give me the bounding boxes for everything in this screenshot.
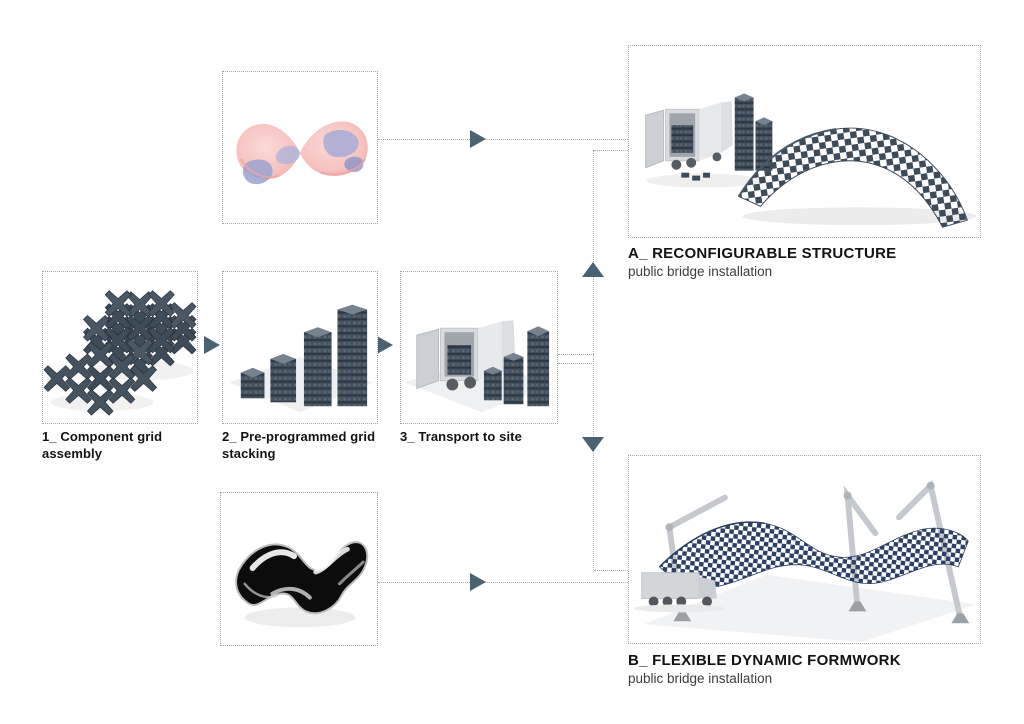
component-grid-assembly-icon (43, 290, 197, 416)
step-label-1: 1_ Component grid assembly (42, 429, 163, 461)
arrow-right-pink-surface-icon (470, 130, 486, 148)
output-box-flexible-formwork (628, 455, 981, 644)
connector-pink-to-a (378, 139, 628, 140)
arrow-right-step2-step3-icon (377, 336, 393, 354)
arrow-right-black-surface-icon (470, 573, 486, 591)
step-label-3: 3_ Transport to site (400, 429, 522, 444)
connector-transport-lower (558, 363, 594, 364)
connector-elbow-top (594, 150, 628, 151)
preview-box-component-grid (42, 271, 198, 424)
pre-programmed-stacking-icon (228, 304, 374, 413)
transport-truck-icon (404, 320, 554, 413)
preview-box-grid-stacking (222, 271, 378, 424)
target-mesh-surface-icon (235, 541, 369, 628)
arrow-up-to-structure-a-icon (582, 262, 604, 277)
reconfigurable-structure-icon (645, 93, 977, 228)
connector-elbow-bottom (594, 570, 628, 571)
connector-black-to-b (378, 582, 628, 583)
preview-box-black-surface (220, 492, 378, 646)
output-b-title: B_ FLEXIBLE DYNAMIC FORMWORK (628, 652, 901, 669)
preview-box-transport (400, 271, 558, 424)
output-a-caption: A_ RECONFIGURABLE STRUCTURE public bridg… (628, 245, 896, 279)
output-box-reconfigurable-structure (628, 45, 981, 238)
preview-box-pink-surface (222, 71, 378, 224)
output-b-caption: B_ FLEXIBLE DYNAMIC FORMWORK public brid… (628, 652, 901, 686)
output-a-title: A_ RECONFIGURABLE STRUCTURE (628, 245, 897, 262)
arrow-right-step1-step2-icon (204, 336, 220, 354)
output-a-subtitle: public bridge installation (628, 264, 773, 279)
step-label-2: 2_ Pre-programmed grid stacking (222, 429, 376, 461)
pink-simulation-surface-icon (236, 121, 368, 185)
flexible-dynamic-formwork-icon (633, 479, 977, 643)
connector-transport-upper (558, 354, 594, 355)
output-b-subtitle: public bridge installation (628, 671, 773, 686)
connector-junction-vertical (593, 150, 594, 570)
arrow-down-to-formwork-b-icon (582, 437, 604, 452)
